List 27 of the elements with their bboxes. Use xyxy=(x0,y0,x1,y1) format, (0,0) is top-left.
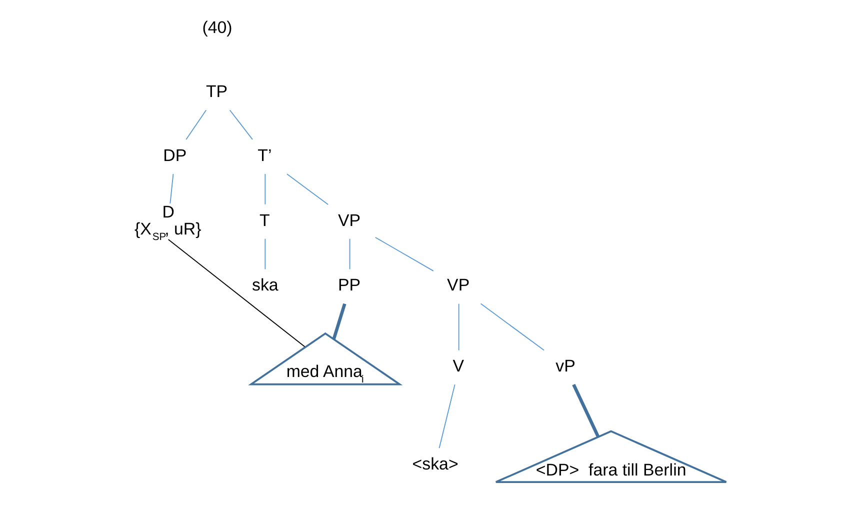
connector xyxy=(374,236,434,272)
node-text: ska xyxy=(252,276,278,295)
connector xyxy=(264,173,266,205)
node-text: T’ xyxy=(257,146,272,165)
connector xyxy=(169,173,174,204)
node-text: D {X$_{SP}$, uR} xyxy=(134,202,201,243)
node-text: VP xyxy=(446,276,470,295)
node-text: VP xyxy=(338,210,360,230)
connector xyxy=(264,238,266,270)
connector xyxy=(286,173,328,206)
connector xyxy=(185,110,206,140)
label: (40) xyxy=(202,18,232,38)
connector xyxy=(332,303,346,340)
connector xyxy=(167,239,305,348)
connector xyxy=(572,384,600,438)
node-text: T xyxy=(259,210,270,230)
connector xyxy=(348,238,350,270)
node-text: TP xyxy=(205,82,228,102)
connector xyxy=(438,384,455,449)
node-text: vP xyxy=(555,356,575,376)
node-text: V xyxy=(452,356,464,376)
connector xyxy=(458,303,459,351)
connector xyxy=(480,303,544,351)
node-text: <ska> xyxy=(412,454,458,474)
node-text: DP xyxy=(162,146,186,165)
connector xyxy=(228,110,252,140)
node-text: PP xyxy=(338,276,360,295)
